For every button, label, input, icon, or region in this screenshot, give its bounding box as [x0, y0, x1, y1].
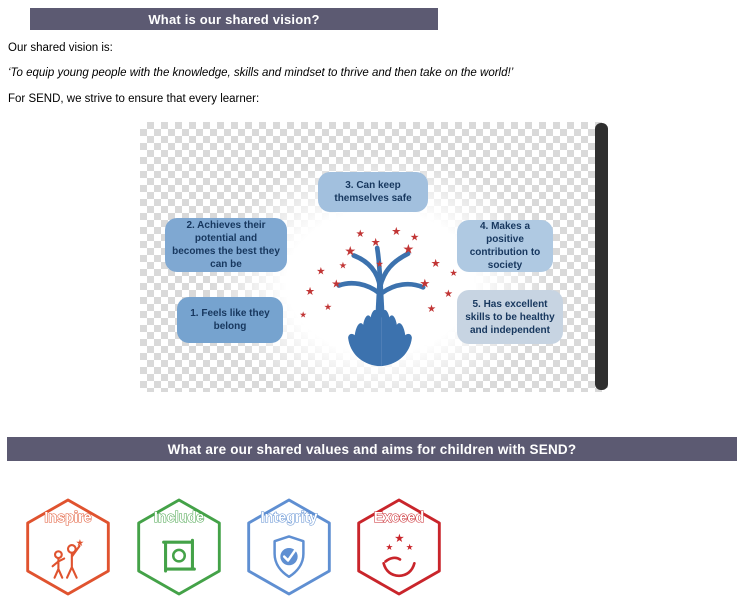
svg-text:★: ★	[394, 531, 404, 545]
svg-text:★: ★	[324, 302, 332, 313]
image-scrollbar	[595, 123, 608, 390]
callout-feels-belong: 1. Feels like they belong	[177, 297, 283, 343]
svg-text:★: ★	[305, 285, 315, 298]
value-label-inspire: Inspire	[44, 510, 91, 526]
hexagon-outline	[137, 498, 221, 596]
callout-text: 3. Can keep themselves safe	[334, 180, 412, 204]
value-hexagon-exceed: Exceed ★ ★ ★	[357, 498, 441, 596]
vision-quote-text: ‘To equip young people with the knowledg…	[8, 67, 514, 79]
joined-hands-icon	[162, 538, 196, 573]
svg-text:★: ★	[331, 277, 341, 290]
svg-text:★: ★	[419, 276, 430, 290]
people-with-torch-icon: ★	[51, 538, 85, 579]
svg-text:★: ★	[339, 261, 347, 272]
tree-branches	[336, 245, 426, 296]
svg-text:★: ★	[316, 265, 325, 277]
values-section-header: What are our shared values and aims for …	[7, 437, 737, 461]
svg-text:★: ★	[427, 303, 436, 315]
svg-text:★: ★	[371, 236, 381, 249]
callout-text: 5. Has excellent skills to be healthy an…	[465, 298, 555, 336]
svg-text:★: ★	[386, 543, 394, 553]
shield-check-icon	[273, 535, 305, 579]
value-label-integrity: Integrity	[261, 510, 318, 526]
callout-can-keep-safe: 3. Can keep themselves safe	[318, 172, 428, 212]
callout-healthy-independent: 5. Has excellent skills to be healthy an…	[457, 290, 563, 344]
learner-vision-diagram-image: ★ ★ ★ ★ ★ ★ ★ ★ ★ ★ ★ ★ ★ ★ ★ ★ ★ ★ 3. C	[140, 122, 608, 392]
svg-text:★: ★	[406, 543, 414, 553]
callout-text: 2. Achieves their potential and becomes …	[172, 220, 280, 270]
value-label-exceed: Exceed	[374, 510, 424, 526]
svg-text:★: ★	[431, 257, 441, 270]
vision-section-title: What is our shared vision?	[148, 11, 320, 27]
svg-text:★: ★	[410, 232, 419, 244]
hexagon-outline	[247, 498, 331, 596]
value-label-include: Include	[154, 510, 204, 526]
hexagon-outline	[357, 498, 441, 596]
vision-lead-text: For SEND, we strive to ensure that every…	[8, 93, 260, 105]
hands-tree-with-stars-illustration: ★ ★ ★ ★ ★ ★ ★ ★ ★ ★ ★ ★ ★ ★ ★ ★ ★ ★	[299, 225, 458, 367]
svg-text:★: ★	[391, 225, 401, 238]
callout-text: 1. Feels like they belong	[190, 308, 270, 332]
svg-text:★: ★	[449, 268, 457, 279]
vision-section-header: What is our shared vision?	[30, 8, 438, 30]
svg-text:★: ★	[344, 245, 356, 260]
value-hexagon-inspire: Inspire ★	[26, 498, 110, 596]
right-hand-shape	[381, 307, 412, 367]
hand-with-stars-icon: ★ ★ ★	[382, 531, 416, 578]
star-leaves: ★ ★ ★ ★ ★ ★ ★ ★ ★ ★ ★ ★ ★ ★ ★ ★ ★ ★	[299, 225, 457, 320]
value-hexagon-integrity: Integrity	[247, 498, 331, 596]
svg-text:★: ★	[375, 259, 383, 270]
vision-intro-text: Our shared vision is:	[8, 42, 113, 54]
svg-text:★: ★	[76, 538, 85, 549]
left-hand-shape	[348, 307, 382, 367]
svg-text:★: ★	[403, 243, 415, 258]
svg-text:★: ★	[299, 309, 307, 319]
callout-achieves-potential: 2. Achieves their potential and becomes …	[165, 218, 287, 272]
svg-text:★: ★	[356, 228, 365, 240]
callout-positive-contribution: 4. Makes a positive contribution to soci…	[457, 220, 553, 272]
svg-text:★: ★	[444, 288, 453, 300]
values-section-title: What are our shared values and aims for …	[167, 441, 577, 457]
value-hexagon-include: Include	[137, 498, 221, 596]
callout-text: 4. Makes a positive contribution to soci…	[469, 221, 541, 271]
